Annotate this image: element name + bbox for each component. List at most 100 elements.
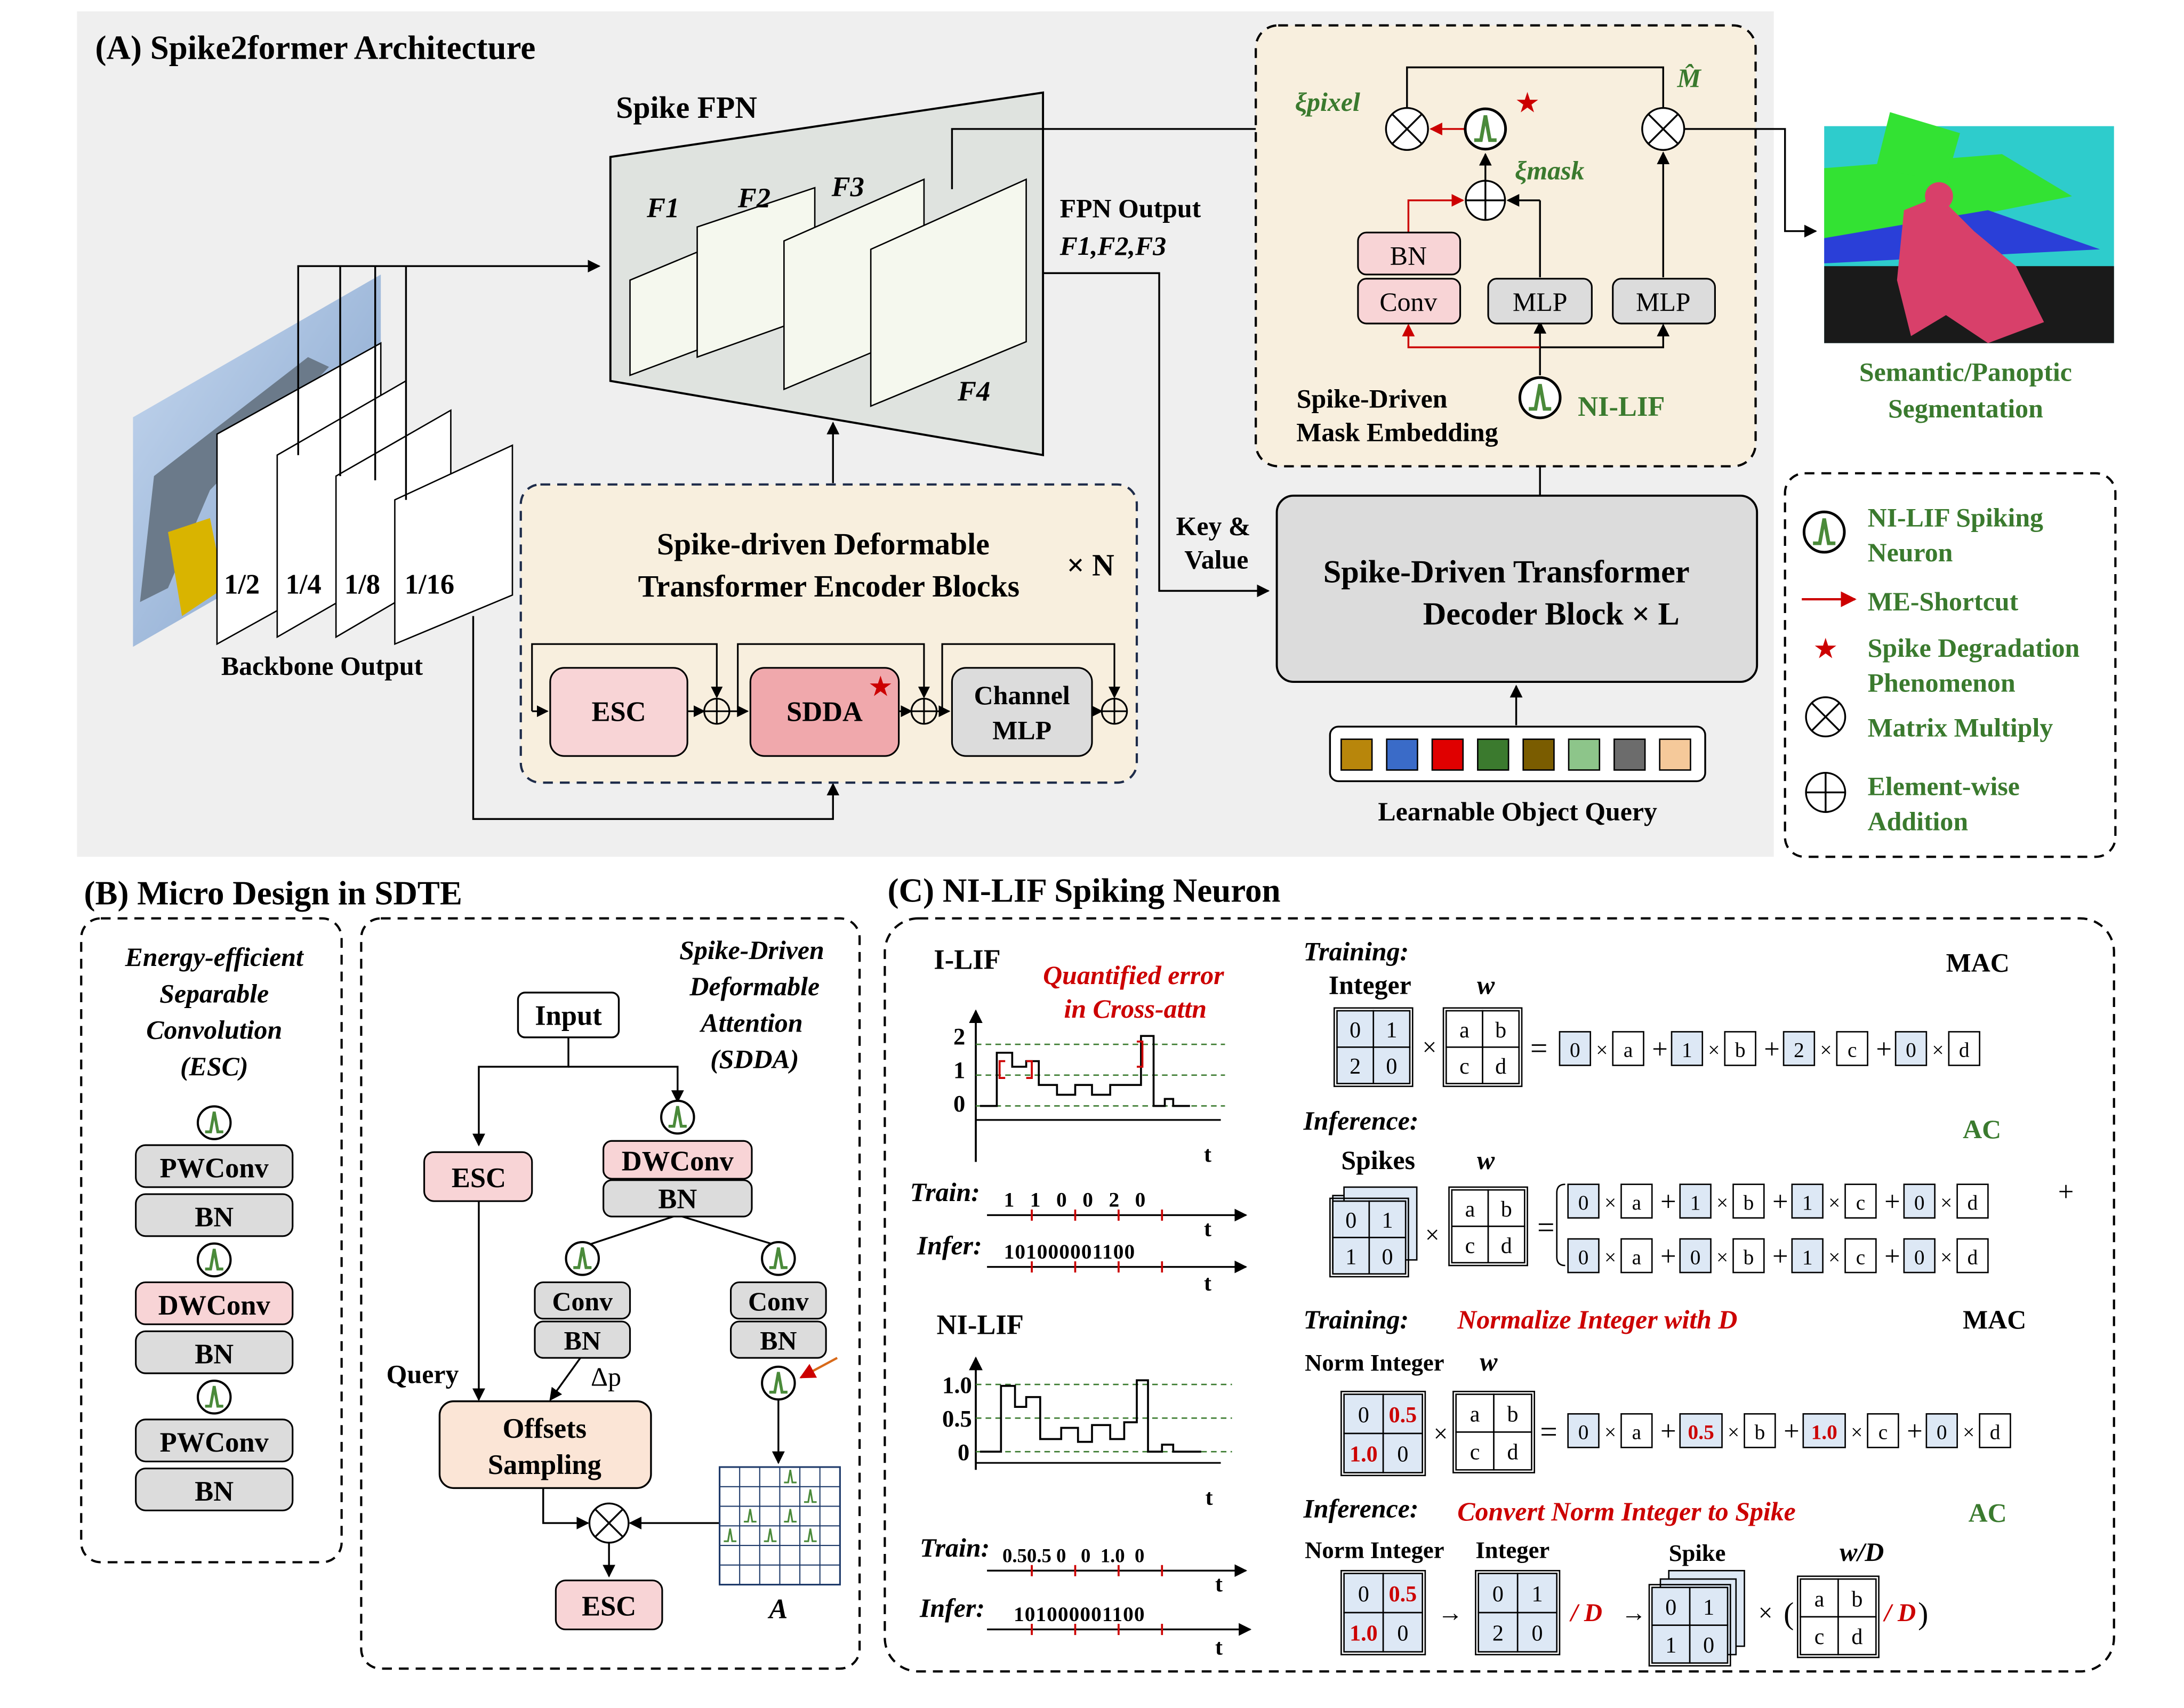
query-label: Learnable Object Query <box>1378 797 1657 826</box>
coefficient-value: 1 <box>1802 1191 1813 1214</box>
coefficient-value: 1 <box>1802 1245 1813 1269</box>
matrix-cell <box>1343 1393 1384 1435</box>
coefficient-value: 0 <box>1570 1038 1580 1062</box>
mask-embedding-title: Spike-Driven <box>1297 384 1448 413</box>
coefficient-value: 0 <box>1906 1038 1916 1062</box>
encoder-title: Spike-driven Deformable <box>657 528 990 561</box>
coefficient-value: 2 <box>1794 1038 1804 1062</box>
ilif-ytick: 0 <box>953 1090 965 1117</box>
sdda-esc-label: ESC <box>452 1163 506 1194</box>
svg-text:=: = <box>1530 1032 1548 1065</box>
backbone-output-label: Backbone Output <box>221 651 423 681</box>
offsets-label-2: Sampling <box>488 1449 601 1480</box>
decoder-title: Spike-Driven Transformer <box>1323 554 1690 590</box>
infer-label: Infer: <box>919 1593 985 1623</box>
degradation-star: ★ <box>868 671 893 702</box>
matrix-value: a <box>1470 1403 1480 1427</box>
spike-label: Spike <box>1669 1540 1726 1566</box>
svg-text:(: ( <box>1784 1597 1794 1631</box>
legend: NI-LIF Spiking Neuron ME-Shortcut ★ Spik… <box>1784 472 2117 858</box>
svg-text:×: × <box>1434 1420 1448 1448</box>
matrix-value: 0 <box>1358 1403 1369 1428</box>
matrix-value: a <box>1814 1587 1825 1612</box>
mac-label: MAC <box>1946 948 2010 978</box>
t-axis-label: t <box>1215 1573 1223 1597</box>
attention-spike-icon <box>784 1509 797 1523</box>
matrix-cell <box>1382 1432 1423 1473</box>
esc-stack-label: PWConv <box>160 1153 269 1184</box>
esc-stack-label: DWConv <box>158 1290 271 1321</box>
sdda-diagram: Input ESC DWConv BN Conv BN Conv BN <box>387 992 841 1631</box>
fpn-output-label: FPN Output <box>1060 194 1201 223</box>
query-token <box>1477 738 1509 771</box>
matrix-value: c <box>1470 1440 1480 1465</box>
t-axis-label: t <box>1215 1636 1223 1660</box>
nilif-spike-trains: Train: 0.50.5 0 0 1.0 0 t Infer: 1010000… <box>919 1533 1252 1660</box>
matrix-cell <box>1516 1573 1558 1614</box>
decoder-title-2: Decoder Block × L <box>1423 596 1680 632</box>
scale-label: 1/2 <box>224 569 260 600</box>
svg-text:×: × <box>1940 1191 1952 1214</box>
bn-label: BN <box>760 1326 797 1355</box>
esc-stack-label: BN <box>195 1339 234 1370</box>
fpn-output-features: F1,F2,F3 <box>1059 231 1167 261</box>
matrix-value: 1.0 <box>1350 1622 1378 1646</box>
esc-title-4: (ESC) <box>180 1052 248 1081</box>
channel-mlp-label-2: MLP <box>992 716 1051 745</box>
normalize-note: Normalize Integer with D <box>1457 1305 1737 1334</box>
ilif-error-note: Quantified error <box>1043 961 1224 990</box>
decoder-block <box>1275 494 1759 683</box>
dwconv-label: DWConv <box>622 1146 734 1177</box>
svg-text:×: × <box>1716 1191 1728 1214</box>
matrix-value: 0.5 <box>1389 1582 1417 1607</box>
matrix-value: c <box>1465 1234 1475 1258</box>
sdda-title-4: (SDDA) <box>710 1045 799 1074</box>
ilif-ytick: 2 <box>953 1023 965 1050</box>
matrix-value: 1 <box>1386 1018 1397 1043</box>
legend-star-icon: ★ <box>1813 633 1838 664</box>
infer-label: Infer: <box>917 1231 982 1260</box>
legend-degradation: Spike Degradation <box>1868 633 2080 663</box>
bn-label: BN <box>658 1183 697 1214</box>
matrix-cell <box>1336 1046 1375 1084</box>
svg-text:=: = <box>1537 1211 1555 1244</box>
bn-label: BN <box>1390 241 1427 271</box>
ilif-error-note-2: in Cross-attn <box>1064 994 1207 1024</box>
esc-title-3: Convolution <box>146 1016 282 1045</box>
matrix-value: c <box>1814 1625 1825 1649</box>
matrix-value: 1 <box>1665 1633 1676 1658</box>
delta-p-label: Δp <box>591 1363 621 1392</box>
svg-text:×: × <box>1963 1421 1974 1444</box>
ni-lif-label: NI-LIF <box>1578 391 1665 422</box>
matrix-cell <box>1382 1573 1423 1614</box>
spike-fpn: Spike FPN F1 F2 F3 F4 <box>609 91 1045 457</box>
convert-note: Convert Norm Integer to Spike <box>1457 1497 1796 1526</box>
matrix-cell <box>1445 1010 1483 1048</box>
output-label-2: Segmentation <box>1888 394 2043 423</box>
esc-label: ESC <box>591 697 646 728</box>
svg-text:×: × <box>1716 1245 1728 1269</box>
sdda-title: Spike-Driven <box>679 936 824 965</box>
coefficient-value: 0 <box>1914 1191 1925 1214</box>
matrix-cell <box>1455 1393 1495 1433</box>
svg-text:×: × <box>1604 1245 1616 1269</box>
inference-label: Inference: <box>1303 1106 1418 1135</box>
matrix-cell <box>1493 1393 1532 1433</box>
weight-value: c <box>1848 1038 1857 1062</box>
matrix-value: 1 <box>1345 1245 1356 1269</box>
t-axis-label: t <box>1204 1271 1211 1296</box>
coefficient-value: 1 <box>1690 1191 1701 1214</box>
matrix-value: 2 <box>1492 1622 1504 1646</box>
w-over-d-label: w/D <box>1840 1537 1884 1567</box>
attention-spike-icon <box>724 1528 737 1542</box>
fpn-plane-f4 <box>870 178 1027 407</box>
matrix-value: 0 <box>1358 1582 1369 1607</box>
matrix-value: d <box>1495 1054 1506 1079</box>
fpn-label-f1: F1 <box>646 192 679 223</box>
svg-text:×: × <box>1759 1599 1773 1627</box>
coefficient-value: 1.0 <box>1811 1421 1837 1444</box>
ilif-membrane-trace <box>979 1035 1190 1107</box>
svg-text:×: × <box>1828 1245 1840 1269</box>
matrix-cell <box>1332 1237 1370 1275</box>
matrix-value: d <box>1851 1625 1862 1649</box>
